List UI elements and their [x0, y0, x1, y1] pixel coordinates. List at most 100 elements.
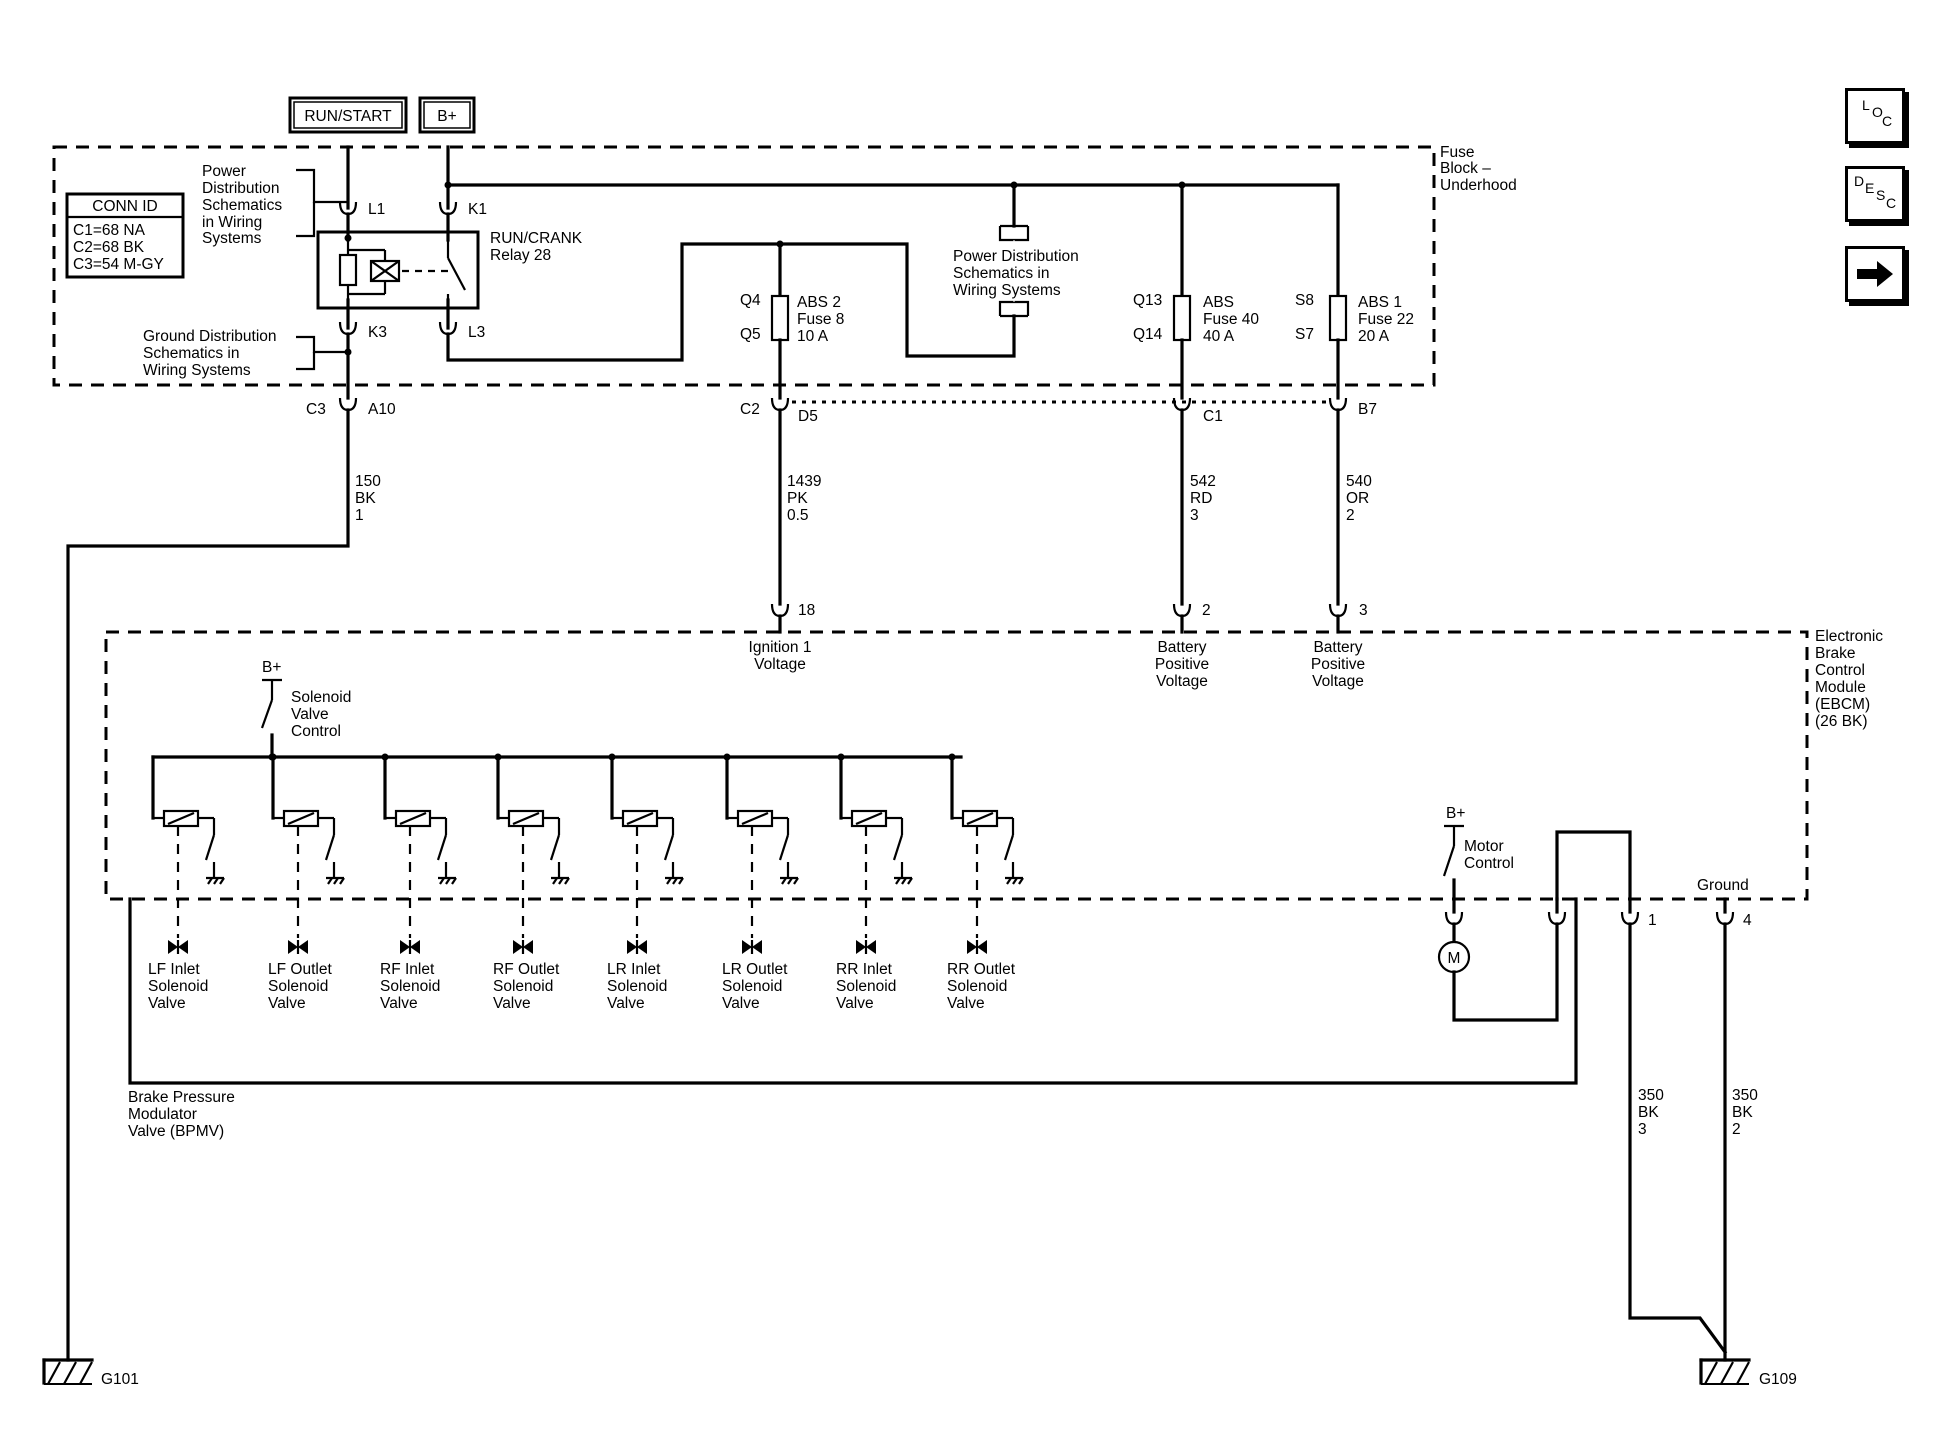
valve-label-line: RF Inlet: [380, 961, 435, 978]
valve-label-line: Solenoid: [148, 978, 208, 995]
svg-text:Valve: Valve: [291, 706, 329, 723]
svg-text:BK: BK: [355, 490, 376, 507]
svg-text:18: 18: [798, 602, 815, 619]
fuse-abs2-out-pin: Q5: [740, 326, 761, 343]
svg-text:Voltage: Voltage: [1156, 673, 1208, 690]
valve-icon: [513, 940, 533, 954]
wire-150: 150 BK 1: [66, 408, 381, 1362]
svg-text:Control: Control: [1815, 662, 1865, 679]
desc-letter-e: E: [1865, 180, 1875, 196]
valve-label-line: Solenoid: [493, 978, 553, 995]
svg-text:Distribution: Distribution: [202, 180, 280, 197]
valve-label-line: Valve: [268, 995, 306, 1012]
svg-text:ABS: ABS: [1203, 294, 1234, 311]
valve-label-line: LF Outlet: [268, 961, 332, 978]
svg-text:2: 2: [1346, 507, 1355, 524]
valve-label-line: Valve: [947, 995, 985, 1012]
svg-text:Positive: Positive: [1155, 656, 1209, 673]
svg-text:Schematics: Schematics: [202, 197, 282, 214]
svg-text:Voltage: Voltage: [1312, 673, 1364, 690]
svg-text:Wiring Systems: Wiring Systems: [143, 362, 251, 379]
b-plus-tag: B+: [418, 96, 476, 134]
svg-text:C2: C2: [740, 401, 760, 418]
svg-text:Q14: Q14: [1133, 326, 1163, 343]
svg-text:Voltage: Voltage: [754, 656, 806, 673]
ebcm-pin-1: 1: [1648, 912, 1657, 929]
svg-text:150: 150: [355, 473, 381, 490]
conn-id-header: CONN ID: [92, 198, 157, 215]
svg-text:Positive: Positive: [1311, 656, 1365, 673]
svg-text:Ignition 1: Ignition 1: [749, 639, 812, 656]
svg-text:C3: C3: [306, 401, 326, 418]
svg-text:D5: D5: [798, 408, 818, 425]
svg-text:ABS 2: ABS 2: [797, 294, 841, 311]
svg-text:ABS 1: ABS 1: [1358, 294, 1402, 311]
valve-label-line: RR Outlet: [947, 961, 1016, 978]
loc-letter-o: O: [1872, 104, 1883, 120]
svg-text:2: 2: [1202, 602, 1211, 619]
valve-icon: [742, 940, 762, 954]
conn-id-box: CONN ID C1=68 NA C2=68 BK C3=54 M-GY: [65, 192, 185, 279]
svg-text:1439: 1439: [787, 473, 821, 490]
svg-text:Electronic: Electronic: [1815, 628, 1883, 645]
fuse-abs2: Q4 Q5 ABS 2 Fuse 8 10 A: [740, 240, 844, 400]
fuse-block-label-1: Fuse: [1440, 144, 1474, 161]
svg-text:Battery: Battery: [1313, 639, 1362, 656]
svg-text:Fuse 8: Fuse 8: [797, 311, 844, 328]
svg-text:Brake Pressure: Brake Pressure: [128, 1089, 235, 1106]
valve-label-line: Valve: [836, 995, 874, 1012]
svg-text:C1: C1: [1203, 408, 1223, 425]
fuse-abs-40: Q13 Q14 ABS Fuse 40 40 A: [1133, 183, 1259, 400]
svg-text:S7: S7: [1295, 326, 1314, 343]
desc-letter-c: C: [1886, 195, 1897, 211]
wire-350-2: 350 BK 2: [1723, 922, 1758, 1362]
svg-text:3: 3: [1638, 1121, 1647, 1138]
svg-text:542: 542: [1190, 473, 1216, 490]
svg-text:A10: A10: [368, 401, 396, 418]
svg-text:BK: BK: [1638, 1104, 1659, 1121]
ground-dist-ref: Ground Distribution Schematics in Wiring…: [143, 328, 348, 379]
arrow-right-icon: [1857, 261, 1893, 287]
svg-text:20 A: 20 A: [1358, 328, 1390, 345]
pin-l1: L1: [368, 201, 385, 218]
svg-text:Power: Power: [202, 163, 246, 180]
svg-text:350: 350: [1638, 1087, 1664, 1104]
pin-k3: K3: [368, 324, 387, 341]
svg-text:Systems: Systems: [202, 230, 262, 247]
svg-text:Fuse 40: Fuse 40: [1203, 311, 1259, 328]
ebcm-pin-2: 2 Battery Positive Voltage: [1155, 602, 1211, 690]
power-dist-ref: Power Distribution Schematics in Wiring …: [202, 163, 348, 247]
motor-control: B+ Motor Control M 1: [1437, 805, 1657, 1022]
relay-name: RUN/CRANK: [490, 230, 583, 247]
solenoid-1: [151, 755, 225, 954]
loc-button[interactable]: L O C: [1845, 88, 1905, 144]
svg-text:350: 350: [1732, 1087, 1758, 1104]
ebcm-label: Electronic Brake Control Module (EBCM) (…: [1815, 628, 1883, 730]
valve-label-line: LR Inlet: [607, 961, 661, 978]
valve-label-line: Solenoid: [268, 978, 328, 995]
svg-text:Fuse 22: Fuse 22: [1358, 311, 1414, 328]
svg-text:Module: Module: [1815, 679, 1866, 696]
fuse-block-label-3: Underhood: [1440, 177, 1517, 194]
b-plus-label: B+: [437, 108, 456, 125]
svg-text:RD: RD: [1190, 490, 1212, 507]
desc-button[interactable]: D E S C: [1845, 166, 1905, 222]
svg-text:3: 3: [1190, 507, 1199, 524]
svg-text:Battery: Battery: [1157, 639, 1206, 656]
svg-text:PK: PK: [787, 490, 808, 507]
solenoid-coils: [151, 753, 1024, 954]
svg-text:S8: S8: [1295, 292, 1314, 309]
svg-text:Motor: Motor: [1464, 838, 1504, 855]
ebcm-ground: Ground 4: [1697, 877, 1752, 929]
ebcm-pin-18: 18 Ignition 1 Voltage: [749, 602, 816, 673]
ground-g101-label: G101: [101, 1371, 139, 1388]
wire-542: 542 RD 3: [1180, 408, 1216, 606]
next-arrow-button[interactable]: [1845, 246, 1905, 302]
valve-icon: [967, 940, 987, 954]
